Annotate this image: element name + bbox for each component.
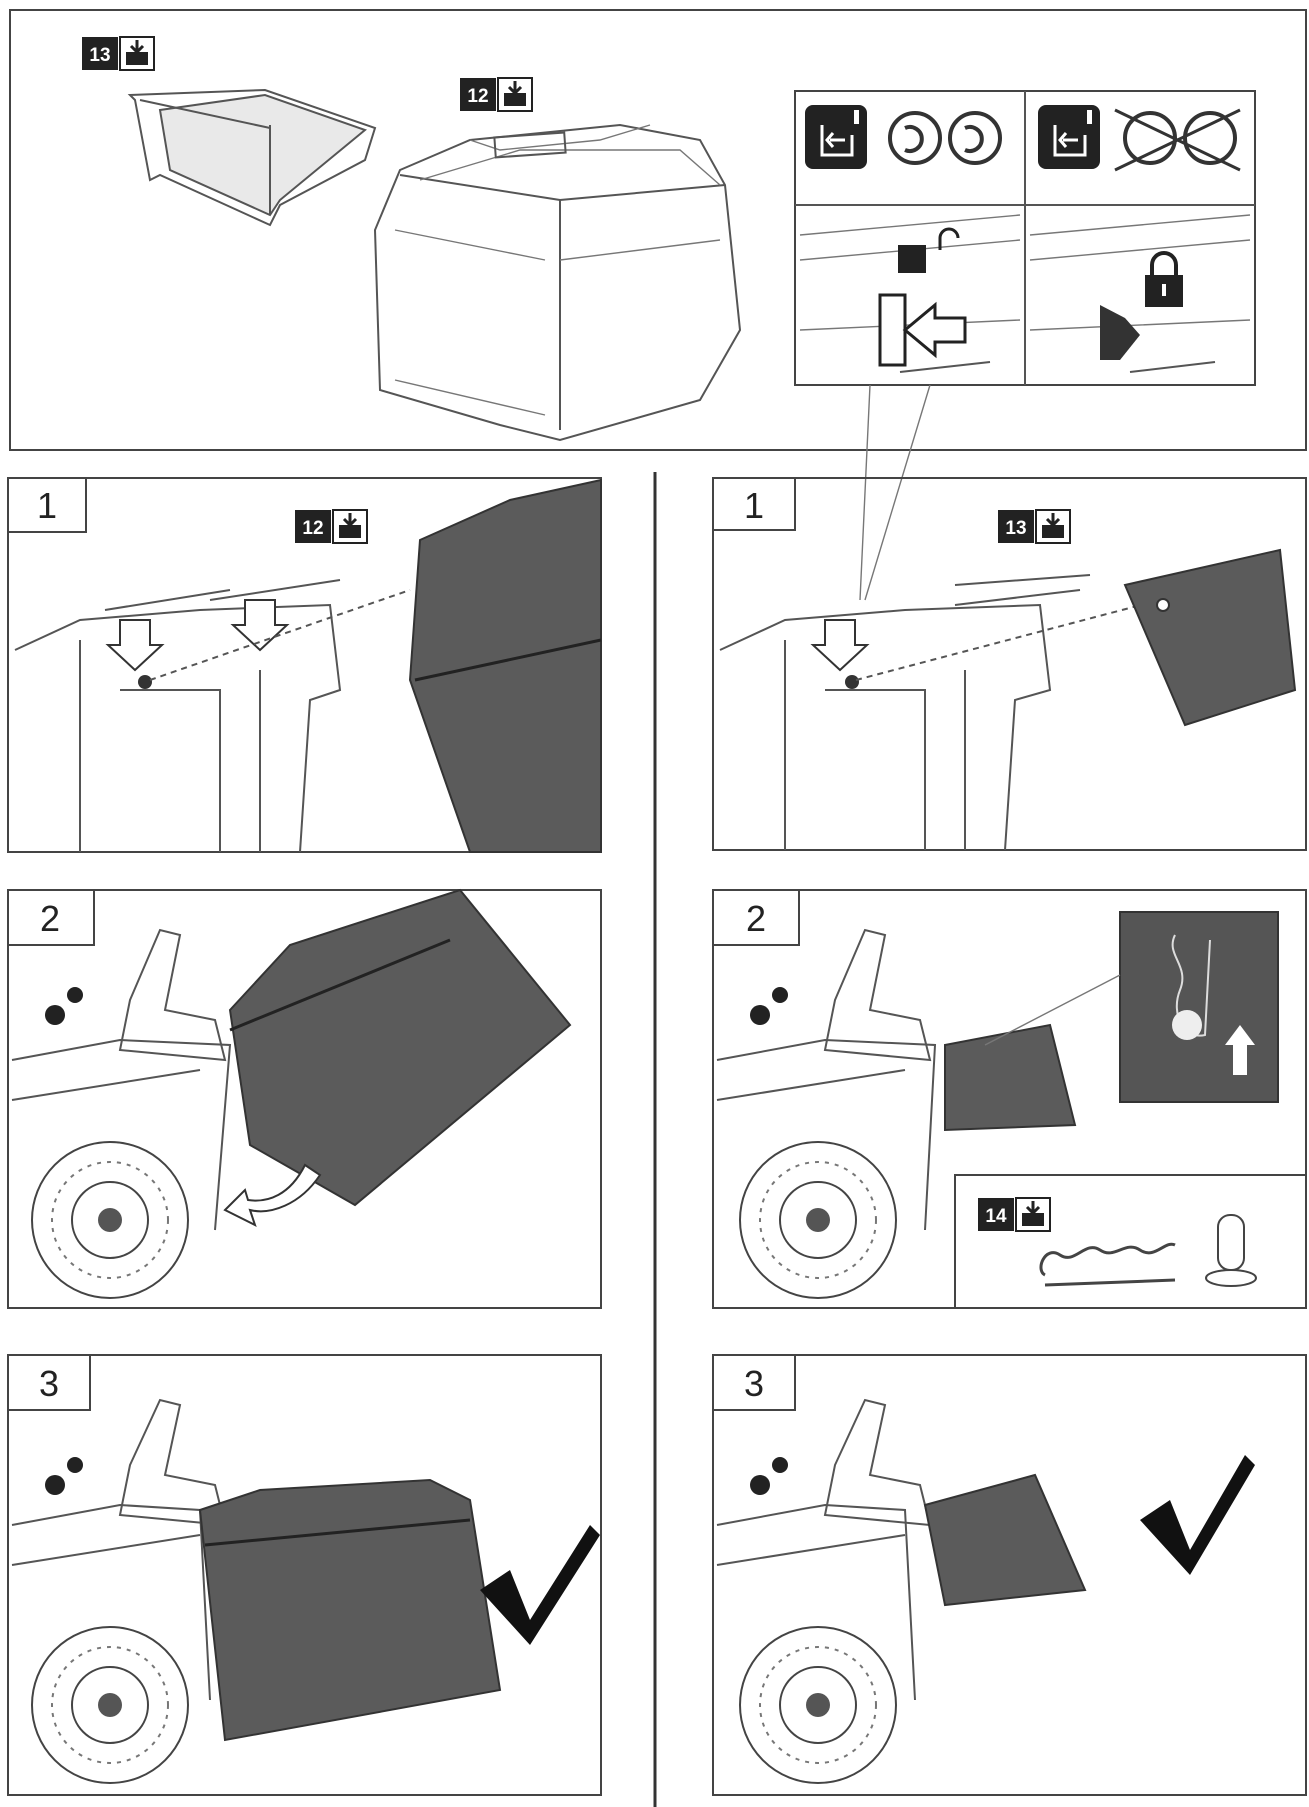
parts-badge-12-top: 12 [460, 77, 533, 112]
hair-pin-clip-icon [1039, 1242, 1176, 1287]
arrow-left-icon [902, 301, 967, 359]
parts-box-icon [1042, 525, 1064, 538]
parts-14-inset: 14 [954, 1174, 1307, 1309]
arrow-down-icon [230, 599, 290, 652]
tractor-illustration [716, 928, 937, 1299]
svg-text:2: 2 [40, 898, 60, 939]
svg-text:13: 13 [1005, 518, 1026, 539]
right-step-1-panel: 1 13 [712, 477, 1307, 851]
left-step-1-panel: 1 12 [7, 477, 602, 853]
svg-text:2: 2 [746, 898, 766, 939]
parts-box-icon [339, 525, 361, 538]
svg-text:3: 3 [744, 1363, 764, 1404]
parts-badge-12: 12 [295, 509, 368, 544]
lock-detail-panel [794, 90, 1256, 386]
left-step-3-panel: 3 [7, 1354, 602, 1796]
grass-bag-illustration [373, 123, 742, 442]
parts-box-icon [504, 81, 526, 106]
pin-detail-inset [984, 911, 1279, 1103]
lock-icon [1145, 251, 1183, 307]
tractor-illustration [11, 1398, 227, 1784]
callout-lines [859, 384, 931, 601]
parts-box-icon [126, 40, 148, 65]
clevis-pin-icon [1217, 1214, 1245, 1271]
parts-badge-13: 13 [82, 36, 155, 71]
right-step-3-panel: 3 [712, 1354, 1307, 1796]
svg-text:14: 14 [985, 1206, 1007, 1227]
svg-text:3: 3 [39, 1363, 59, 1404]
arrow-down-icon [105, 619, 165, 672]
mulch-flap-part [944, 1023, 1077, 1132]
svg-text:1: 1 [744, 485, 764, 526]
left-step-2-panel: 2 [7, 888, 602, 1309]
mulch-flap-illustration [127, 88, 377, 227]
right-step-2-panel: 2 14 [712, 889, 1307, 1309]
tractor-illustration [716, 1398, 932, 1784]
overview-panel: 13 12 [9, 9, 1307, 601]
checkmark-icon [480, 1525, 600, 1645]
step-number: 1 [37, 485, 57, 526]
checkmark-icon [1140, 1455, 1255, 1575]
mulch-flap-part [1123, 548, 1297, 727]
parts-box-icon [1022, 1213, 1044, 1226]
badge-12-text: 12 [467, 86, 488, 107]
curved-arrow-icon [223, 1163, 322, 1227]
arrow-down-icon [810, 619, 870, 672]
lock-rotation-icons-crossed [1038, 105, 1241, 172]
unlocked-latch-detail [799, 214, 1021, 373]
tractor-illustration [11, 928, 232, 1299]
locked-latch-detail [1029, 214, 1251, 373]
unlock-icon [898, 245, 926, 273]
unlock-rotation-icons [805, 105, 1002, 169]
svg-text:12: 12 [302, 518, 323, 539]
arrow-up-icon [1225, 1025, 1255, 1075]
badge-13-text: 13 [89, 45, 110, 66]
parts-badge-13-step: 13 [998, 509, 1071, 544]
mulch-flap-part [923, 1473, 1087, 1607]
